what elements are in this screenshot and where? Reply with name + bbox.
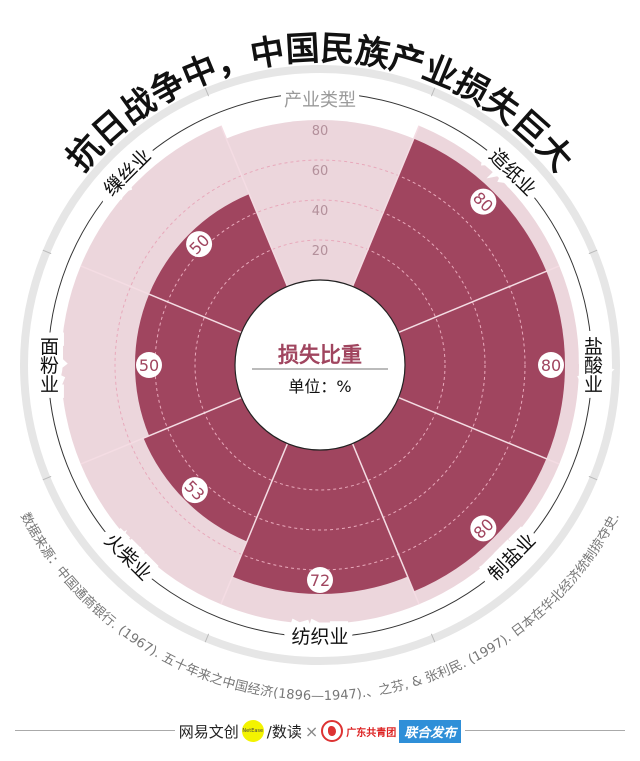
ring-tick [42, 249, 52, 255]
value-label-bg [307, 567, 333, 593]
sector-divider [220, 443, 289, 605]
center-unit: 单位：% [288, 377, 351, 396]
category-label: 面粉业 [37, 337, 59, 394]
sector-divider [351, 125, 420, 287]
category-label: 纺织业 [291, 626, 348, 648]
times-sign: × [304, 721, 319, 741]
radial-tick-label: 80 [312, 124, 329, 139]
footer-line-right [460, 730, 625, 731]
ring-tick [430, 87, 436, 97]
grid-circle [114, 159, 526, 571]
axis-title: 产业类型 [284, 90, 356, 111]
radial-tick-label: 20 [312, 244, 329, 259]
center-circle [234, 279, 406, 451]
sector-divider [80, 396, 242, 465]
brand-netease: 网易文创 [178, 722, 239, 741]
bar-面粉业 [134, 294, 320, 436]
ring-tick [42, 475, 52, 481]
sector-track [226, 120, 414, 366]
value-label: 80 [538, 352, 564, 378]
category-label: 盐酸业 [581, 336, 603, 393]
sector-divider [398, 396, 560, 465]
ring-tick [430, 633, 436, 643]
bar-盐酸业 [320, 271, 565, 459]
value-label-bg [470, 515, 497, 542]
value-label: 72 [307, 567, 333, 593]
sector-divider [398, 265, 560, 334]
footer-line-left [15, 730, 185, 731]
ring-tick [204, 87, 210, 97]
value-label-bg [470, 188, 497, 215]
radial-tick-label: 40 [312, 204, 329, 219]
youth-league-icon [321, 720, 344, 742]
ring-tick [588, 475, 598, 481]
sector-divider [351, 443, 420, 605]
label-ring [47, 92, 593, 638]
footer-logos: 网易文创 NetEase /数读 × 广东共青团 联合发布 [174, 719, 466, 743]
value-label-text: 50 [139, 356, 159, 375]
brand-shudu: /数读 [266, 722, 302, 741]
value-label-text: 80 [541, 356, 561, 375]
sector-divider [80, 265, 242, 334]
value-label-bg [136, 352, 162, 378]
value-label-bg [181, 477, 208, 504]
joint-release-badge: 联合发布 [399, 719, 462, 743]
value-label-bg [186, 231, 213, 258]
radial-tick-label: 60 [312, 164, 329, 179]
ring-tick [204, 633, 210, 643]
outer-ring [20, 65, 620, 665]
bar-纺织业 [232, 365, 408, 594]
value-label: 50 [136, 352, 162, 378]
grid-circle [194, 239, 446, 491]
brand-youth-league: 广东共青团 [346, 727, 397, 739]
value-label-bg [538, 352, 564, 378]
sector-divider [220, 125, 289, 287]
netease-badge: NetEase [241, 720, 264, 742]
footer: 网易文创 NetEase /数读 × 广东共青团 联合发布 [0, 716, 640, 746]
center-title: 损失比重 [278, 343, 362, 367]
ring-tick [588, 249, 598, 255]
value-label-text: 72 [310, 571, 330, 590]
